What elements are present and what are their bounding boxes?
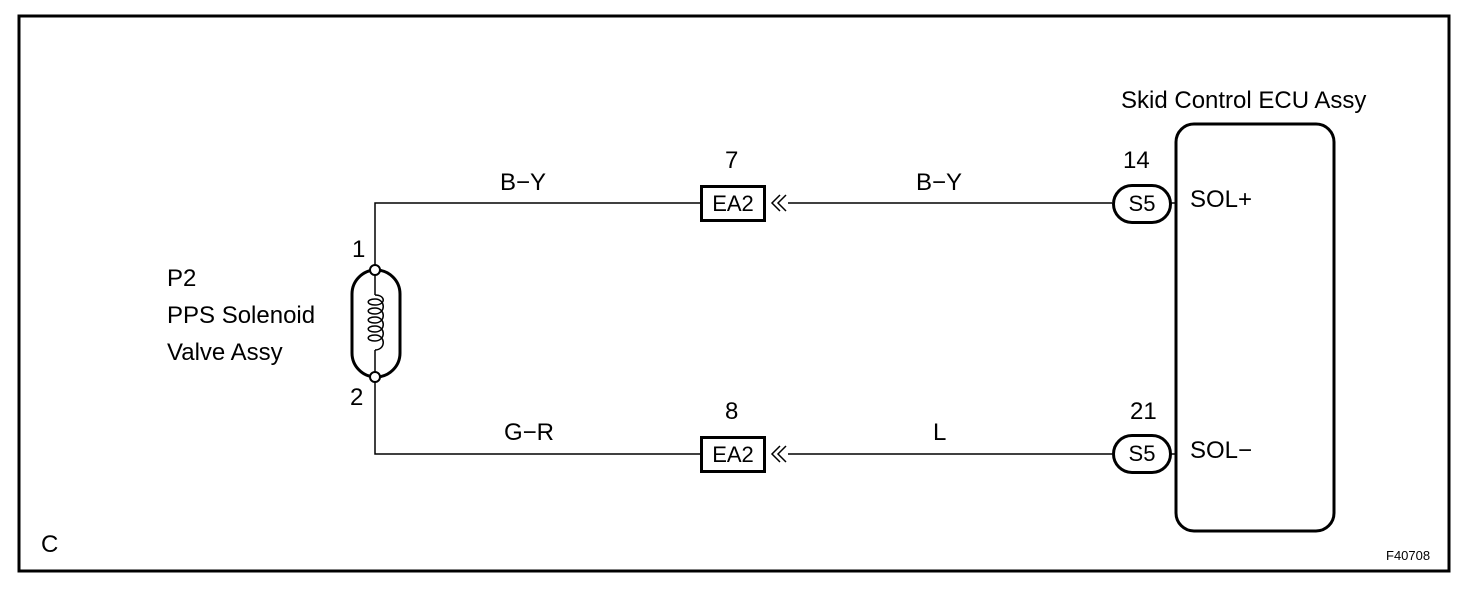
chevron-icon bbox=[770, 194, 781, 212]
ecu-name: Skid Control ECU Assy bbox=[1121, 87, 1367, 114]
ecu-terminal-sol-plus: SOL+ bbox=[1190, 186, 1253, 213]
wire-color-bottom-right: L bbox=[933, 419, 947, 446]
corner-letter: C bbox=[41, 531, 59, 558]
ea2-top-connector: EA2 bbox=[700, 185, 766, 222]
wire-color-top-left: B−Y bbox=[500, 169, 547, 196]
pin-2-terminal bbox=[369, 371, 381, 383]
figure-code: F40708 bbox=[1386, 548, 1431, 563]
diagram-frame bbox=[17, 14, 1451, 573]
s5-bottom-pin: 21 bbox=[1130, 398, 1157, 425]
pin-1-terminal bbox=[369, 264, 381, 276]
chevron-icon bbox=[776, 445, 787, 463]
ea2-bottom-pin: 8 bbox=[725, 398, 739, 425]
coil-icon bbox=[367, 294, 384, 351]
ea2-bottom-connector: EA2 bbox=[700, 436, 766, 473]
component-code: P2 bbox=[167, 265, 197, 292]
s5-top-pin: 14 bbox=[1123, 147, 1150, 174]
component-name-line2: Valve Assy bbox=[167, 339, 283, 366]
wire-top-left bbox=[374, 202, 700, 270]
chevron-icon bbox=[770, 445, 781, 463]
s5-bottom-connector: S5 bbox=[1112, 434, 1172, 474]
component-name-line1: PPS Solenoid bbox=[167, 302, 316, 329]
chevron-icon bbox=[776, 194, 787, 212]
pin-1-label: 1 bbox=[352, 236, 366, 263]
wire-color-bottom-left: G−R bbox=[504, 419, 555, 446]
wire-bottom-left bbox=[374, 377, 700, 455]
pin-2-label: 2 bbox=[350, 384, 364, 411]
wire-color-top-right: B−Y bbox=[916, 169, 963, 196]
ecu-terminal-sol-minus: SOL− bbox=[1190, 437, 1253, 464]
ecu-box bbox=[1174, 122, 1336, 533]
s5-top-connector: S5 bbox=[1112, 184, 1172, 224]
ea2-top-pin: 7 bbox=[725, 147, 739, 174]
